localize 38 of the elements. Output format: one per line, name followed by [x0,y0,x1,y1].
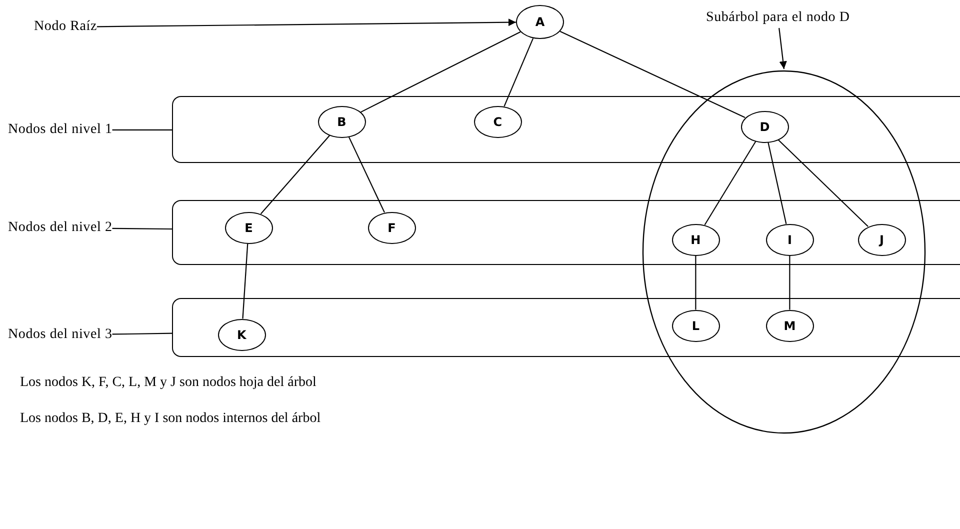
tree-node: J [858,224,906,256]
connector-line [260,135,330,214]
tree-node: E [224,212,273,244]
connector-line [348,136,385,213]
connector-line [778,139,868,227]
tree-node: L [672,310,720,342]
annotation-label: Nodos del nivel 1 [8,120,112,140]
level-band [172,96,960,163]
tree-node: D [740,110,789,143]
annotation-label: Subárbol para el nodo D [706,8,850,28]
tree-node: C [474,106,522,138]
connector-line [242,244,248,319]
connector-line [768,142,787,224]
tree-node: I [766,224,814,256]
note-text: Los nodos B, D, E, H y I son nodos internos del árbol [20,411,321,427]
level-band [172,200,960,265]
connector-line [112,332,172,335]
tree-node: B [318,106,366,138]
tree-node: M [766,310,814,342]
annotation-label: Nodo Raíz [34,17,97,37]
tree-node: H [672,224,720,256]
connector-line [789,256,790,310]
connector-line [704,141,756,226]
tree-node: A [516,5,564,39]
connector-line [360,31,521,113]
connector-line [112,129,172,130]
annotation-label: Nodos del nivel 3 [8,325,112,345]
arrow [96,18,516,28]
annotation-label: Nodos del nivel 2 [8,218,112,238]
connector-line [504,38,534,106]
level-band [172,298,960,357]
connector-line [560,30,746,118]
connector-line [112,228,172,230]
arrow [778,28,787,70]
note-text: Los nodos K, F, C, L, M y J son nodos hoja del árbol [20,375,316,391]
connector-line [695,256,696,310]
tree-node: K [218,318,266,351]
tree-node: F [368,212,416,244]
